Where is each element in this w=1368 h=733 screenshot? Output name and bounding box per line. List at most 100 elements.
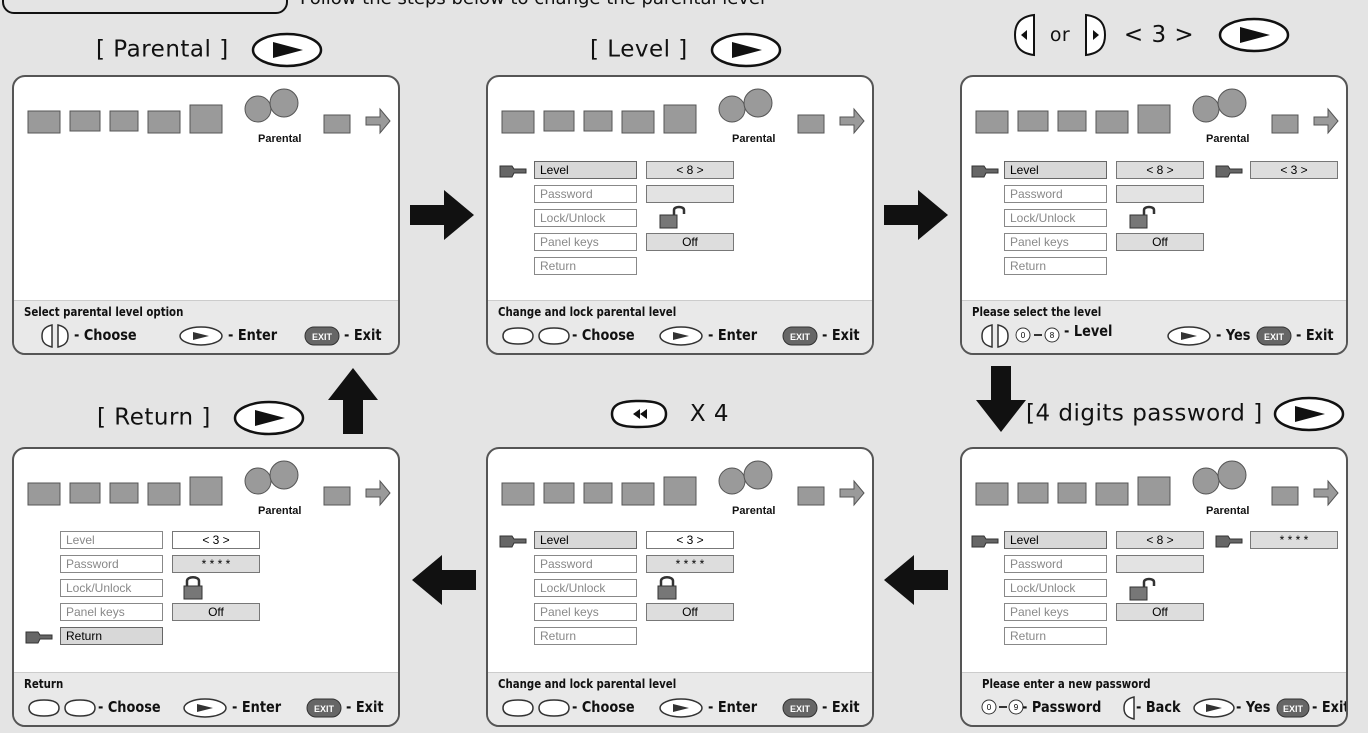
menu-item-password[interactable]: Password: [60, 555, 163, 573]
display-icon: [69, 482, 101, 504]
password-value: [1116, 185, 1204, 203]
language-icon: [663, 476, 697, 506]
menu-title: Parental: [258, 133, 302, 145]
unlocked-padlock-icon: [659, 205, 686, 229]
play-button-icon: [1218, 17, 1290, 53]
or-text: or: [1049, 24, 1071, 46]
step-text: [4 digits password ]: [1026, 400, 1263, 427]
menu-item-lock-unlock[interactable]: Lock/Unlock: [60, 579, 163, 597]
step-text: [ Level ]: [590, 36, 688, 63]
menu-item-return[interactable]: Return: [534, 627, 637, 645]
menu-item-panel-keys[interactable]: Panel keys: [534, 603, 637, 621]
menu-item-lock-unlock[interactable]: Lock/Unlock: [534, 209, 637, 227]
exit-icon: [839, 479, 865, 507]
hint-text: Please select the level: [972, 305, 1102, 319]
play-button-icon: [233, 400, 304, 436]
level-value: < 8 >: [646, 161, 734, 179]
yes-text: - Yes: [1216, 326, 1251, 344]
level-option-value[interactable]: < 3 >: [1250, 161, 1338, 179]
exit-icon: [839, 107, 865, 135]
video-icon: [621, 110, 655, 134]
menu-item-password[interactable]: Password: [1004, 555, 1107, 573]
step-text: X 4: [689, 401, 730, 427]
exit-icon: [365, 107, 391, 135]
menu-item-lock-unlock[interactable]: Lock/Unlock: [1004, 209, 1107, 227]
exit-key-icon: EXIT: [782, 698, 818, 718]
pointer-hand-icon: [25, 631, 53, 644]
menu-item-password[interactable]: Password: [534, 555, 637, 573]
exit-key-label: EXIT: [314, 704, 335, 714]
exit-icon: [1313, 107, 1339, 135]
enter-text: - Enter: [708, 326, 758, 344]
pointer-hand-icon: [971, 535, 999, 548]
exit-text: - Exit: [1296, 326, 1334, 344]
video-icon: [147, 110, 181, 134]
locked-padlock-icon: [183, 576, 203, 600]
digit-label: 0: [987, 703, 992, 712]
menu-item-return[interactable]: Return: [1004, 627, 1107, 645]
menu-item-level[interactable]: Level: [60, 531, 163, 549]
menu-item-password[interactable]: Password: [534, 185, 637, 203]
menu-item-panel-keys[interactable]: Panel keys: [60, 603, 163, 621]
preference-icon: [797, 486, 825, 506]
menu-item-return[interactable]: Return: [60, 627, 163, 645]
panel-keys-value: Off: [172, 603, 260, 621]
exit-icon: [1313, 479, 1339, 507]
menu-item-password[interactable]: Password: [1004, 185, 1107, 203]
panel-keys-value: Off: [1116, 603, 1204, 621]
menu-item-lock-unlock[interactable]: Lock/Unlock: [534, 579, 637, 597]
password-value: * * * *: [646, 555, 734, 573]
screen-return: Parental Level < 3 > Password * * * * Lo…: [12, 447, 400, 727]
enter-key-icon: [659, 326, 703, 346]
exit-text: - Exit: [344, 326, 382, 344]
key-legend: - Choose - Enter EXIT - Exit: [496, 695, 868, 719]
arrow-left-icon: [884, 555, 948, 605]
video-icon: [1095, 482, 1129, 506]
menu-title: Parental: [1206, 133, 1250, 145]
parental-icon: [244, 95, 272, 123]
arrow-left-icon: [412, 555, 476, 605]
hint-text: Please enter a new password: [982, 677, 1151, 691]
menu-item-panel-keys[interactable]: Panel keys: [1004, 233, 1107, 251]
enter-key-icon: [179, 326, 223, 346]
screen-level-locked: Parental Level < 3 > Password * * * * Lo…: [486, 447, 874, 727]
menu-title: Parental: [1206, 505, 1250, 517]
parental-icon: [244, 467, 272, 495]
choose-text: - Choose: [572, 698, 635, 716]
menu-item-level[interactable]: Level: [534, 161, 637, 179]
hint-text: Return: [24, 677, 64, 691]
step-label-return: [ Return ]: [97, 400, 305, 436]
menu-item-level[interactable]: Level: [1004, 161, 1107, 179]
hint-text: Select parental level option: [24, 305, 184, 319]
menu-item-level[interactable]: Level: [534, 531, 637, 549]
menu-item-return[interactable]: Return: [1004, 257, 1107, 275]
left-right-keys-icon: [41, 324, 69, 348]
digit-label: 0: [1021, 331, 1026, 340]
password-entry-value[interactable]: * * * *: [1250, 531, 1338, 549]
menu-item-level[interactable]: Level: [1004, 531, 1107, 549]
menu-title: Parental: [732, 133, 776, 145]
step-label-select-level: or < 3 >: [1012, 12, 1290, 58]
video-icon: [147, 482, 181, 506]
menu-item-return[interactable]: Return: [534, 257, 637, 275]
menu-icon-bar: [975, 460, 1339, 507]
key-legend: - Choose - Enter EXIT - Exit: [22, 323, 394, 348]
back-text: - Back: [1136, 698, 1181, 716]
language-icon: [189, 476, 223, 506]
display-icon: [543, 110, 575, 132]
panel-keys-value: Off: [646, 603, 734, 621]
menu-item-lock-unlock[interactable]: Lock/Unlock: [1004, 579, 1107, 597]
menu-item-panel-keys[interactable]: Panel keys: [534, 233, 637, 251]
step-text: [ Return ]: [97, 404, 211, 431]
step-label-parental: [ Parental ]: [96, 32, 323, 68]
choose-text: - Choose: [74, 326, 137, 344]
preference-icon: [323, 114, 351, 134]
parental-icon: [718, 467, 746, 495]
menu-icon-bar: [27, 460, 391, 507]
play-button-icon: [251, 32, 322, 68]
menu-item-panel-keys[interactable]: Panel keys: [1004, 603, 1107, 621]
screen-select-level: Parental Level < 8 > < 3 > Password Lock…: [960, 75, 1348, 355]
setup-icon: [501, 110, 535, 134]
